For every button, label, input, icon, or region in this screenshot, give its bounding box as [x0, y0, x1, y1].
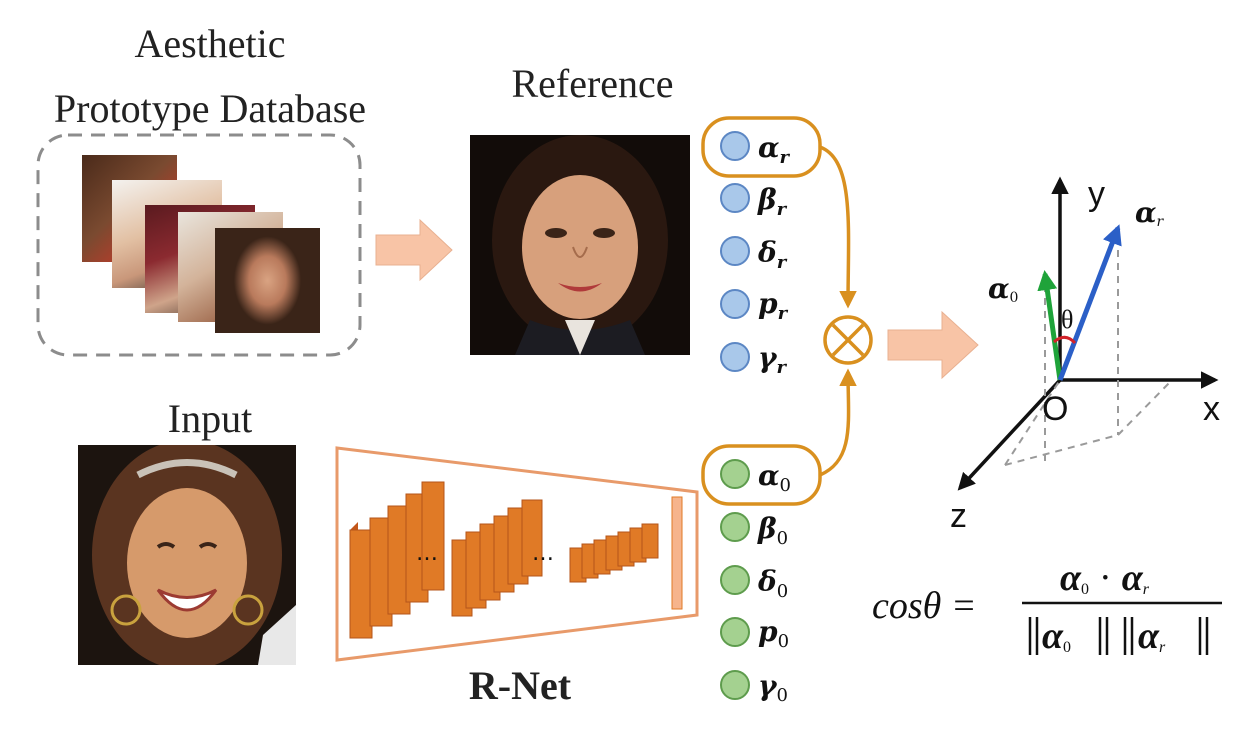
product-operator-circle: [823, 315, 873, 365]
ref-dot-beta: [720, 183, 750, 213]
in-dot-alpha: [720, 459, 750, 489]
angle-arc: [1052, 335, 1077, 345]
ref-label-delta: δr: [757, 236, 788, 273]
formula-denominator: α0 αr: [1028, 615, 1209, 657]
database-title-line1: Aesthetic: [134, 21, 286, 66]
ref-dot-p: [720, 289, 750, 319]
alpha-ref-highlight: [701, 116, 822, 178]
z-axis: [957, 378, 1062, 491]
rnet-output-layer: [671, 496, 683, 610]
in-dot-p: [720, 617, 750, 647]
rnet-ellipsis-2: …: [532, 541, 554, 566]
reference-photo: [470, 135, 690, 355]
ref-dot-alpha: [720, 131, 750, 161]
in-dot-gamma: [720, 670, 750, 700]
in-label-alpha: α0: [758, 459, 791, 496]
origin-label: O: [1042, 390, 1068, 428]
y-axis-label: y: [1088, 175, 1105, 213]
product-to-axes-arrow: [887, 310, 979, 380]
in-dot-beta: [720, 512, 750, 542]
z-axis-label: z: [950, 497, 967, 535]
in-label-p: p0: [758, 615, 789, 652]
ref-dot-delta: [720, 236, 750, 266]
formula-lhs: cosθ =: [872, 585, 976, 627]
rnet-layers-group-3: [569, 523, 659, 583]
alpha-in-to-product: [819, 368, 857, 477]
ref-label-alpha: αr: [758, 131, 791, 168]
database-title-line2: Prototype Database: [53, 86, 367, 131]
reference-param-labels: αr βr δr pr γr: [757, 131, 791, 378]
formula-numerator: α0·αr: [1060, 557, 1150, 599]
in-label-beta: β0: [757, 512, 788, 549]
in-label-gamma: γ0: [758, 669, 788, 706]
database-to-reference-arrow: [375, 218, 453, 282]
rnet-ellipsis-1: …: [416, 541, 438, 566]
vector-alpha-input-label: α0: [988, 272, 1018, 306]
rnet-trapezoid: [335, 446, 699, 662]
vector-alpha-input: [1037, 270, 1063, 381]
network-title: R-Net: [468, 663, 572, 708]
ref-label-p: pr: [758, 287, 789, 324]
vector-alpha-ref-label: αr: [1135, 196, 1165, 230]
cosine-formula: cosθ = α0·αr α0 αr: [872, 557, 1222, 657]
product-operator-cross-1: [831, 323, 865, 357]
axes-3d: y x z O θ α0 αr: [950, 175, 1220, 535]
ref-dot-gamma: [720, 342, 750, 372]
input-param-labels: α0 β0 δ0 p0 γ0: [757, 459, 791, 706]
alpha-ref-to-product: [819, 145, 857, 309]
svg-text:α0: α0: [1042, 615, 1071, 657]
reference-param-dots: [720, 131, 750, 372]
rnet-layers-group-1: [349, 481, 445, 639]
rnet-layers-group-2: [451, 499, 543, 617]
input-param-dots: [720, 459, 750, 700]
ref-label-gamma: γr: [758, 341, 787, 378]
projection-box: [1004, 250, 1173, 466]
reference-title: Reference: [511, 61, 674, 106]
input-photo: [78, 445, 296, 665]
prototype-photo-5: [215, 228, 320, 333]
product-operator-cross-2: [831, 323, 865, 357]
ref-label-beta: βr: [757, 183, 788, 220]
svg-text:αr: αr: [1138, 615, 1166, 657]
in-dot-delta: [720, 565, 750, 595]
theta-label: θ: [1061, 305, 1073, 334]
x-axis-label: x: [1203, 390, 1220, 428]
input-title: Input: [167, 396, 253, 441]
alpha-in-highlight: [701, 444, 822, 506]
in-label-delta: δ0: [757, 565, 788, 602]
vector-alpha-ref: [1057, 224, 1122, 381]
